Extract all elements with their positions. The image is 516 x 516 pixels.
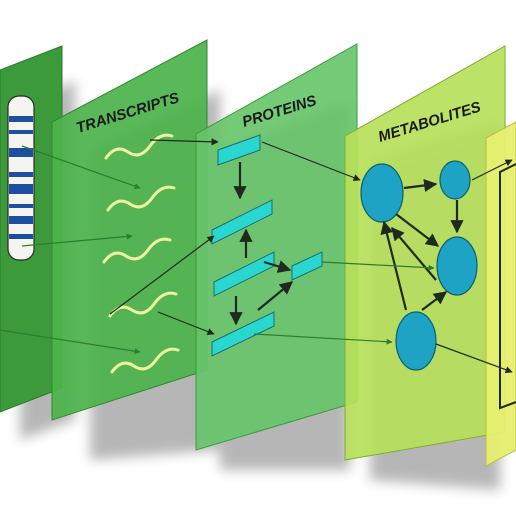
- layer-panel-metabolites: [344, 45, 506, 461]
- protein-interaction-arrows: [229, 162, 294, 326]
- transcript-to-protein-arrows: [109, 138, 219, 335]
- phenotype-box-outline: [499, 163, 516, 410]
- layer-proteins: PROTEINS: [195, 43, 358, 451]
- genome-to-transcript-arrows: [0, 145, 141, 355]
- transcript-wave: [102, 237, 172, 264]
- metabolite-to-phenotype-arrows: [435, 159, 513, 374]
- transcript-wave: [108, 291, 178, 318]
- transcript-wave: [104, 133, 174, 160]
- metabolite-node: [436, 236, 478, 296]
- layer-phenotype: [435, 121, 516, 467]
- layer-metabolites: METABOLITES: [344, 45, 506, 461]
- protein-bar: [291, 251, 323, 281]
- metabolite-node: [439, 160, 471, 200]
- protein-bar: [211, 311, 275, 357]
- transcript-wave: [110, 347, 180, 374]
- protein-bar: [217, 134, 261, 166]
- metabolite-nodes: [360, 160, 478, 371]
- metabolite-node: [395, 311, 437, 371]
- chromosome-icon: [7, 95, 35, 261]
- protein-to-metabolite-arrows: [253, 141, 435, 345]
- transcript-waves: [102, 133, 180, 374]
- layer-transcripts: TRANSCRIPTS: [51, 39, 208, 421]
- layer-genome: [0, 45, 63, 413]
- transcript-wave: [106, 185, 176, 212]
